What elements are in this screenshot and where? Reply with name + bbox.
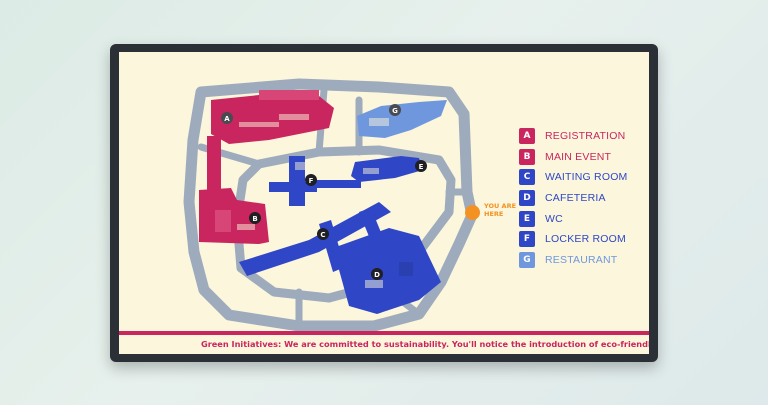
building-a[interactable] <box>211 90 334 144</box>
marker-e[interactable]: E <box>415 160 427 172</box>
building-g[interactable] <box>357 100 447 138</box>
outer-walkway <box>183 78 478 332</box>
legend-item[interactable]: F LOCKER ROOM <box>519 229 628 250</box>
legend-item[interactable]: E WC <box>519 208 628 229</box>
building-e[interactable] <box>351 156 423 182</box>
building-a-wing <box>207 136 221 198</box>
display-monitor: A B C D E F G <box>110 44 658 362</box>
svg-text:A: A <box>224 115 230 123</box>
legend-label: WC <box>545 212 563 225</box>
svg-text:F: F <box>309 177 314 185</box>
legend-item[interactable]: D CAFETERIA <box>519 188 628 209</box>
legend-label: CAFETERIA <box>545 192 606 205</box>
marker-f[interactable]: F <box>305 174 317 186</box>
legend-badge: G <box>519 251 535 268</box>
legend-label: RESTAURANT <box>545 253 618 266</box>
legend-item[interactable]: B MAIN EVENT <box>519 147 628 168</box>
legend-badge: E <box>519 210 535 227</box>
legend-badge: C <box>519 169 535 186</box>
marker-c[interactable]: C <box>317 228 329 240</box>
venue-map: A B C D E F G <box>183 78 478 332</box>
ticker-band: Green Initiatives: We are committed to s… <box>119 335 649 354</box>
legend-item[interactable]: C WAITING ROOM <box>519 167 628 188</box>
corridor-f-e <box>309 180 361 188</box>
svg-text:D: D <box>374 271 380 279</box>
marker-a[interactable]: A <box>221 112 233 124</box>
svg-text:E: E <box>419 163 424 171</box>
marker-d[interactable]: D <box>371 268 383 280</box>
legend-label: REGISTRATION <box>545 130 626 143</box>
legend-badge: B <box>519 148 535 165</box>
you-are-here-marker <box>465 205 480 220</box>
svg-text:B: B <box>252 215 257 223</box>
legend-item[interactable]: A REGISTRATION <box>519 126 628 147</box>
map-legend: A REGISTRATION B MAIN EVENT C WAITING ROOM D CA… <box>519 126 628 270</box>
screen: A B C D E F G <box>119 52 649 354</box>
legend-label: WAITING ROOM <box>545 171 628 184</box>
legend-badge: A <box>519 128 535 145</box>
svg-text:C: C <box>320 231 325 239</box>
building-b[interactable] <box>199 188 269 244</box>
you-are-here-label: YOU ARE HERE <box>484 202 517 218</box>
legend-item[interactable]: G RESTAURANT <box>519 250 628 271</box>
marker-g[interactable]: G <box>389 104 401 116</box>
legend-label: MAIN EVENT <box>545 150 612 163</box>
svg-text:G: G <box>392 107 398 115</box>
legend-label: LOCKER ROOM <box>545 233 626 246</box>
ticker-text: Green Initiatives: We are committed to s… <box>201 339 649 349</box>
marker-b[interactable]: B <box>249 212 261 224</box>
legend-badge: F <box>519 231 535 248</box>
legend-badge: D <box>519 190 535 207</box>
building-f[interactable] <box>269 156 317 206</box>
news-ticker: Green Initiatives: We are committed to s… <box>119 331 649 354</box>
building-d[interactable] <box>333 228 441 314</box>
